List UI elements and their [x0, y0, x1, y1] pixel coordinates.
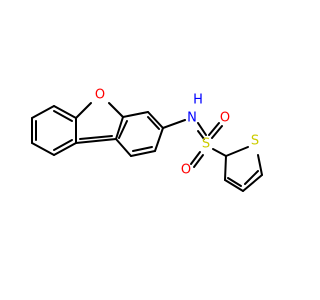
furan-ring: [75, 102, 124, 144]
thiophene-sulfur-label: S: [251, 134, 259, 149]
sulfonyl-sulfur-label: S: [202, 137, 210, 152]
thiophene-ring: [224, 146, 263, 192]
sulfonamide-linker: [162, 119, 207, 140]
sulfonyl-oxygen-bottom-label: O: [181, 163, 191, 178]
left-benzene-ring: [31, 105, 77, 156]
amide-hydrogen-label: H: [193, 93, 203, 108]
right-benzene-ring: [115, 111, 164, 157]
sulfonyl-oxygen-top-label: O: [220, 111, 230, 126]
amide-nitrogen-label: N: [187, 111, 197, 126]
molecule-structure: O H N S O O S: [31, 88, 263, 192]
sulfonyl-bonds: [190, 122, 227, 168]
furan-oxygen-label: O: [95, 88, 105, 103]
